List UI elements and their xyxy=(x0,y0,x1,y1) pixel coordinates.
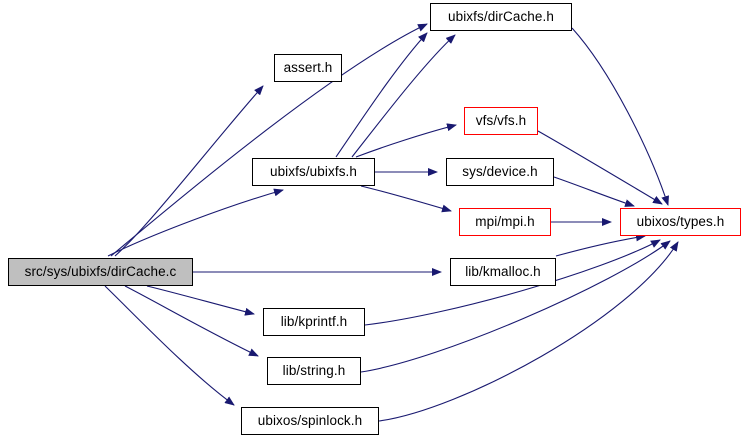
edge-group xyxy=(104,23,679,422)
graph-edge-ubixfs_h-to-dircache_h xyxy=(335,32,428,158)
graph-edge-spinlock_h-to-types_h xyxy=(378,241,679,422)
graph-node-kmalloc_h[interactable]: lib/kmalloc.h xyxy=(450,258,556,286)
graph-edge-root-to-dircache_h xyxy=(110,23,428,257)
graph-node-types_h[interactable]: ubixos/types.h xyxy=(620,208,741,236)
graph-edge-ubixfs_h-to-vfs_h xyxy=(355,123,457,158)
graph-node-device_h[interactable]: sys/device.h xyxy=(446,158,554,186)
graph-edge-kmalloc_h-to-types_h xyxy=(555,233,646,257)
graph-edge-root-to-kprintf_h xyxy=(146,285,255,316)
graph-node-label: vfs/vfs.h xyxy=(475,113,527,129)
graph-node-label: mpi/mpi.h xyxy=(475,214,535,230)
graph-node-label: lib/kmalloc.h xyxy=(465,264,541,280)
graph-node-spinlock_h[interactable]: ubixos/spinlock.h xyxy=(241,407,379,435)
graph-node-vfs_h[interactable]: vfs/vfs.h xyxy=(464,107,538,135)
graph-node-label: sys/device.h xyxy=(462,164,538,180)
graph-edge-root-to-assert xyxy=(114,85,264,257)
graph-node-dircache_h[interactable]: ubixfs/dirCache.h xyxy=(430,3,572,31)
graph-edge-device_h-to-types_h xyxy=(553,176,635,207)
graph-node-label: ubixos/spinlock.h xyxy=(257,413,363,429)
graph-node-kprintf_h[interactable]: lib/kprintf.h xyxy=(263,308,365,336)
graph-node-label: ubixfs/dirCache.h xyxy=(447,9,554,25)
graph-edge-dircache_h-to-types_h xyxy=(571,27,670,206)
graph-node-ubixfs_h[interactable]: ubixfs/ubixfs.h xyxy=(252,158,375,186)
graph-edge-root-to-spinlock_h xyxy=(104,285,235,406)
graph-edge-kprintf_h-to-types_h xyxy=(364,239,661,326)
graph-node-label: assert.h xyxy=(283,60,333,76)
graph-node-mpi_h[interactable]: mpi/mpi.h xyxy=(459,208,551,236)
graph-edge-ubixfs_h-to-dircache_h2 xyxy=(351,34,456,158)
graph-node-string_h[interactable]: lib/string.h xyxy=(267,357,361,385)
graph-edge-vfs_h-to-types_h xyxy=(537,130,663,205)
graph-edge-string_h-to-types_h xyxy=(360,240,671,373)
graph-edge-root-to-ubixfs_h xyxy=(107,188,284,257)
graph-node-label: ubixos/types.h xyxy=(636,214,725,230)
graph-node-label: lib/kprintf.h xyxy=(280,314,348,330)
graph-edge-root-to-string_h xyxy=(124,285,259,357)
graph-node-label: src/sys/ubixfs/dirCache.c xyxy=(24,264,177,280)
graph-node-assert[interactable]: assert.h xyxy=(274,54,342,82)
graph-node-root[interactable]: src/sys/ubixfs/dirCache.c xyxy=(8,258,193,286)
graph-node-label: ubixfs/ubixfs.h xyxy=(269,164,358,180)
graph-edge-ubixfs_h-to-mpi_h xyxy=(360,185,452,213)
graph-node-label: lib/string.h xyxy=(282,363,346,379)
